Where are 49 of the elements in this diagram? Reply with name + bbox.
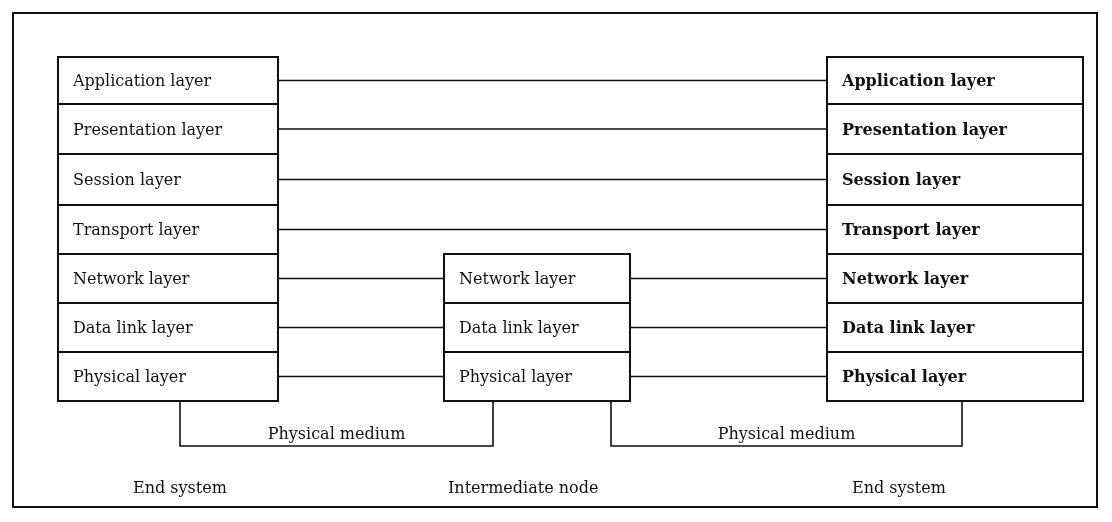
layer-label: Data link layer [842, 318, 975, 337]
layer-box [826, 351, 1084, 402]
layer-label: Network layer [842, 269, 969, 288]
layer-box [826, 56, 1084, 105]
layer-box [826, 153, 1084, 206]
connector-line [610, 401, 963, 447]
layer-label: Presentation layer [842, 119, 1007, 139]
layer-label: Data link layer [459, 318, 579, 337]
system-caption: Intermediate node [448, 478, 599, 497]
layer-label: Physical layer [842, 367, 967, 386]
connector-line [278, 79, 827, 82]
layer-label: Physical layer [73, 367, 186, 386]
connector-line [630, 277, 827, 280]
layer-box [826, 302, 1084, 353]
layer-label: Presentation layer [73, 119, 223, 139]
layer-box [57, 103, 279, 155]
layer-box [826, 204, 1084, 255]
connector-line [278, 326, 444, 329]
connector-line [630, 326, 827, 329]
connector-line [278, 228, 827, 231]
layer-box [443, 253, 631, 304]
layer-box [57, 204, 279, 255]
layer-label: Network layer [73, 269, 190, 288]
connector-line [630, 375, 827, 378]
layer-box [57, 351, 279, 402]
layer-box [57, 56, 279, 105]
layer-label: Application layer [842, 71, 995, 90]
layer-label: Data link layer [73, 318, 193, 337]
layer-box [57, 253, 279, 304]
connector-line [278, 375, 444, 378]
layer-label: Network layer [459, 269, 576, 288]
layer-box [57, 153, 279, 206]
layer-box [826, 103, 1084, 155]
layer-label: Transport layer [73, 220, 200, 239]
connector-line [278, 128, 827, 130]
layer-label: Session layer [73, 170, 181, 189]
layer-label: Transport layer [842, 220, 980, 239]
layer-box [826, 253, 1084, 304]
system-caption: End system [852, 478, 946, 497]
layer-label: Session layer [842, 170, 961, 189]
layer-label: Application layer [73, 71, 212, 90]
connector-line [278, 277, 444, 280]
layer-box [443, 302, 631, 353]
layer-box [443, 351, 631, 402]
connector-line [179, 401, 494, 447]
system-caption: End system [133, 478, 227, 497]
layer-label: Physical layer [459, 367, 572, 386]
layer-box [57, 302, 279, 353]
connector-line [278, 178, 827, 181]
